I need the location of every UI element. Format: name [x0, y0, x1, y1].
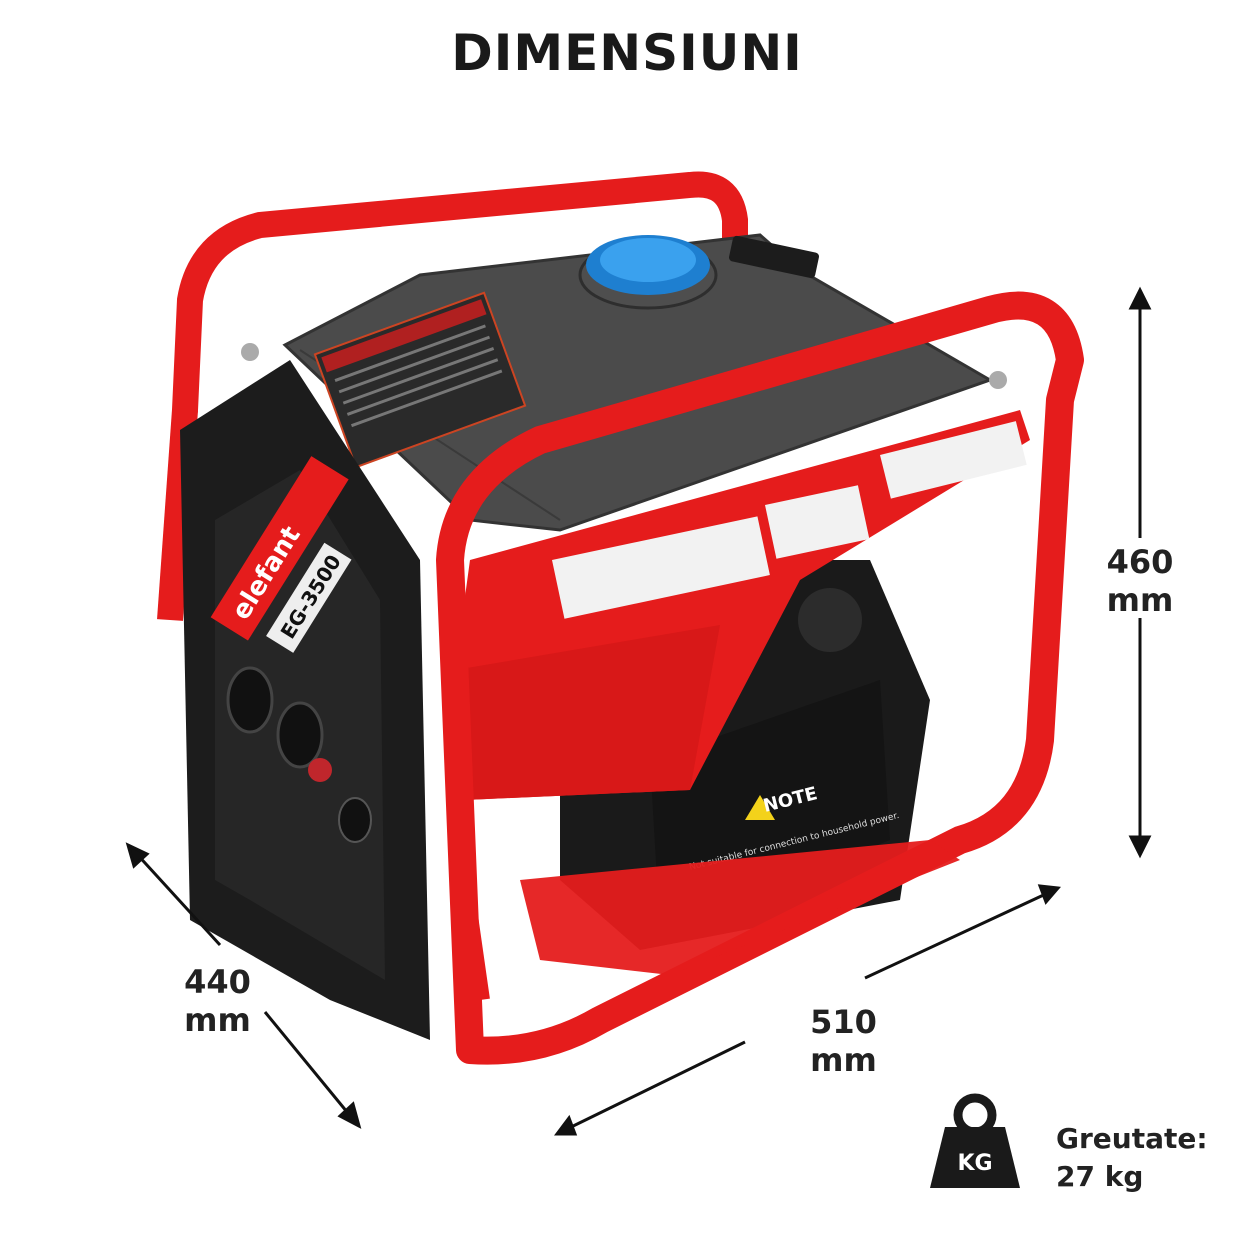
frame-front-tube: [436, 291, 1084, 1065]
depth-label: 440 mm: [184, 963, 251, 1039]
bolt-icon: [989, 371, 1007, 389]
depth-arrow: [125, 842, 362, 1129]
switch-icon: [729, 235, 819, 279]
height-label: 460 mm: [1100, 543, 1180, 619]
top-warning-label: [313, 291, 527, 469]
width-arrow: [554, 884, 1061, 1136]
weight-value: 27 kg: [1056, 1160, 1144, 1193]
bottom-skid: [520, 840, 960, 975]
height-unit: mm: [1106, 581, 1174, 619]
sticker-mid: [765, 485, 870, 559]
sticker-left: [552, 516, 770, 619]
weight-info: Greutate: 27 kg: [1056, 1120, 1208, 1196]
outlet-socket-icon: [226, 666, 372, 843]
bolt-icon: [241, 343, 259, 361]
fuel-cap-icon: [578, 235, 718, 310]
sticker-right: [880, 421, 1027, 499]
weight-label: Greutate:: [1056, 1122, 1208, 1155]
weight-kg-icon: KG: [930, 1093, 1020, 1188]
svg-text:KG: KG: [957, 1151, 992, 1176]
width-label: 510 mm: [810, 1003, 877, 1079]
page-title: DIMENSIUNI: [451, 24, 803, 82]
frame-back-tube: [172, 171, 748, 423]
red-knob-icon: [308, 758, 332, 782]
height-value: 460: [1106, 543, 1174, 581]
